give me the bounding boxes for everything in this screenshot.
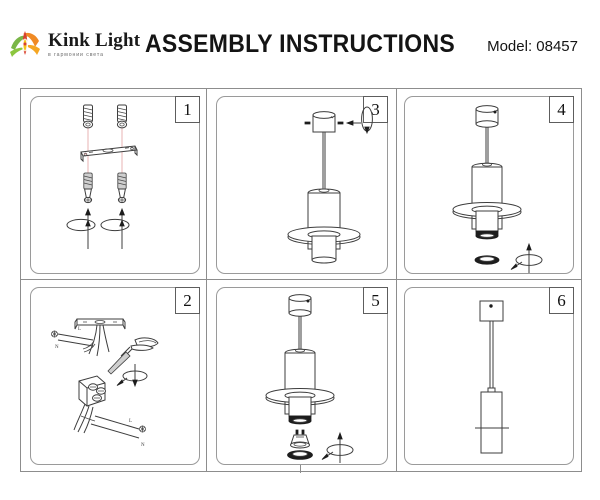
wire-label-N-out: N [141,443,145,448]
panel-5: 5 [216,287,388,465]
rotation-arrow-left [66,207,96,249]
panel-1-number: 1 [175,96,200,123]
wall-anchor-right [116,104,128,129]
gu10-lamp [290,429,310,449]
brand-logo: Kink Light в гармонии света [8,28,140,62]
rotation-arrow-ring [510,242,543,273]
grid-tick [300,463,301,473]
panel-5-number: 5 [363,287,388,314]
panel-5-illustration [217,288,387,464]
panel-1: 1 [30,96,200,274]
canopy [475,105,499,128]
grid-divider-vertical-2 [396,89,397,471]
panel-3-illustration [217,97,387,273]
assembled-fixture [475,300,509,454]
set-screw-right [337,121,344,125]
panel-4-number: 4 [549,96,574,123]
screw-right [117,172,127,204]
lower-tube [311,235,337,264]
suspension-cable [298,316,302,351]
wire-label-L-out: L [129,419,132,424]
wall-anchor-left [82,104,94,129]
suspension-cable [485,127,489,165]
grid-divider-vertical-1 [206,89,207,471]
wire-label-L: L [78,327,81,332]
panel-3: 3 [216,96,388,274]
panel-1-illustration [31,97,199,273]
panel-4: 4 [404,96,574,274]
rotation-arrow-right [100,207,130,249]
suspension-cable [322,132,326,191]
panel-2: 2 [30,287,200,465]
mounting-bracket [80,145,138,163]
retaining-ring-detached [287,450,313,460]
canopy [288,294,312,317]
supply-wires-top: L N [51,327,94,350]
screw-left [83,172,93,204]
rotation-arrow-screwdriver [116,364,148,388]
canopy [312,111,336,133]
model-number: Model: 08457 [487,38,578,55]
brand-name: Kink Light [48,30,141,52]
lower-tube [475,210,499,240]
panel-6-illustration [405,288,573,464]
grid-lines [21,89,581,473]
fixture-wires-top [82,324,110,357]
grid-divider-horizontal [21,279,581,280]
screwdriver [107,337,159,375]
brand-text: Kink Light в гармонии света [48,31,140,58]
panel-6: 6 [404,287,574,465]
panel-6-number: 6 [549,287,574,314]
panel-2-illustration: L N [31,288,199,464]
wire-label-N: N [55,345,59,350]
rotation-arrow-ring [321,431,354,463]
supply-wires-bottom: L N [90,415,146,448]
terminal-block [78,375,106,407]
panel-2-number: 2 [175,287,200,314]
retaining-ring-detached [474,255,500,265]
set-screw-left [304,121,311,125]
lower-tube [288,396,312,425]
header: Kink Light в гармонии света ASSEMBLY INS… [0,26,600,78]
panel-4-illustration [405,97,573,273]
mounting-bracket-mounted [74,318,126,330]
rotation-arrow-canopy [345,106,373,135]
page-title: ASSEMBLY INSTRUCTIONS [145,30,455,58]
kink-light-logo-icon [8,28,42,62]
fixture-wires-bottom [73,403,96,434]
brand-slogan: в гармонии света [48,52,104,59]
decorative-ring [287,226,361,245]
panel-grid-frame: 1 [20,88,582,473]
